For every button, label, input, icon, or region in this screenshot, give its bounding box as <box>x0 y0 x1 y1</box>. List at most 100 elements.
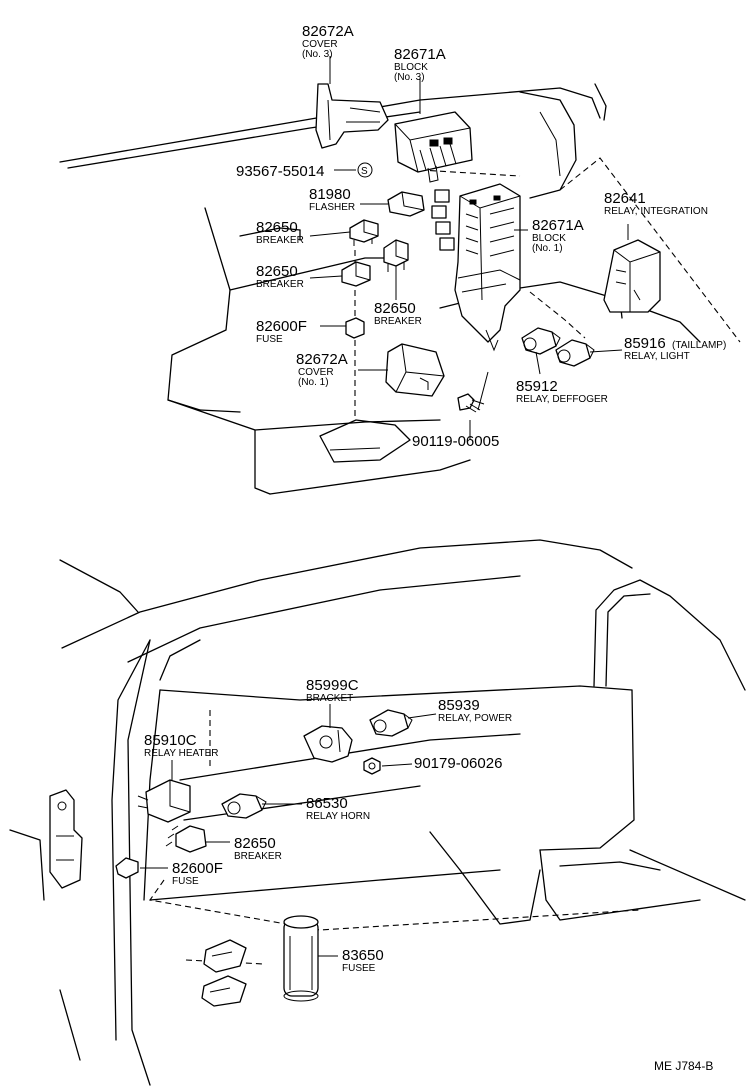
callout-90119: 90119-06005 <box>412 433 499 450</box>
relay-light-part <box>555 339 595 367</box>
breaker-part-d <box>165 825 207 853</box>
block-no1-part <box>454 183 521 352</box>
callout-83650: 83650 FUSEE <box>342 947 384 974</box>
breaker-part-c <box>383 239 409 272</box>
breaker-part-b <box>341 261 371 287</box>
part-number: 90179-06026 <box>414 755 502 772</box>
s-symbol-label: S <box>361 166 368 177</box>
callout-93567: 93567-55014 <box>236 163 324 180</box>
bracket-part <box>303 725 353 763</box>
callout-85999c: 85999C BRACKET <box>306 677 359 704</box>
part-number: 82671A <box>532 217 584 234</box>
part-number: 82672A <box>302 23 354 40</box>
part-desc: RELAY HORN <box>306 811 370 822</box>
part-desc: BREAKER <box>256 279 304 290</box>
callout-90179: 90179-06026 <box>414 755 502 772</box>
fuse-part-bottom <box>115 857 139 879</box>
nut-part <box>363 757 381 775</box>
part-number: 85910C <box>144 732 197 749</box>
cover-no3-part <box>315 83 389 149</box>
part-number: 83650 <box>342 947 384 964</box>
part-number: 90119-06005 <box>412 433 499 450</box>
relay-integration-part <box>603 239 661 313</box>
part-desc: RELAY HEATER <box>144 748 218 759</box>
part-tag: (TAILLAMP) <box>672 340 726 351</box>
part-number: 86530 <box>306 795 348 812</box>
part-desc: RELAY, LIGHT <box>624 351 690 362</box>
part-number: 82650 <box>234 835 276 852</box>
callout-82672a-mid: 82672A COVER (No. 1) <box>296 351 348 388</box>
bolt-part <box>457 393 485 413</box>
part-desc: (No. 3) <box>394 72 425 83</box>
relay-defogger-part <box>521 327 561 355</box>
callout-82650-d: 82650 BREAKER <box>234 835 282 862</box>
callout-82641: 82641 RELAY, INTEGRATION <box>604 190 708 217</box>
callout-85939: 85939 RELAY, POWER <box>438 697 512 724</box>
side-bracket-part <box>49 789 83 889</box>
diagram-reference-code: ME J784-B <box>654 1059 713 1073</box>
callout-82671a-mid: 82671A BLOCK (No. 1) <box>532 217 584 254</box>
part-desc: (No. 1) <box>532 243 563 254</box>
part-desc: FUSE <box>172 876 199 887</box>
fusee-part <box>283 915 319 1002</box>
part-desc: RELAY, INTEGRATION <box>604 206 708 217</box>
small-connectors-part <box>431 189 455 251</box>
part-number: 93567-55014 <box>236 163 324 180</box>
relay-heater-part <box>137 779 191 823</box>
screw-s-marker: S <box>357 162 373 178</box>
upper-dashboard-outline <box>59 83 741 495</box>
relay-power-part <box>369 709 413 737</box>
part-desc: (No. 3) <box>302 49 333 60</box>
callout-82671a-top: 82671A BLOCK (No. 3) <box>394 46 446 83</box>
lower-leader-lines <box>140 704 437 957</box>
upper-leader-lines <box>309 56 629 440</box>
part-number: 85916 <box>624 335 666 352</box>
callout-86530: 86530 RELAY HORN <box>306 795 370 822</box>
part-desc: BREAKER <box>256 235 304 246</box>
fuse-part-top <box>345 317 365 339</box>
callout-82672a-top: 82672A COVER (No. 3) <box>302 23 354 60</box>
callout-81980: 81980 FLASHER <box>309 186 355 213</box>
part-desc: BREAKER <box>234 851 282 862</box>
part-desc: RELAY, POWER <box>438 713 512 724</box>
callout-82650-a: 82650 BREAKER <box>256 219 304 246</box>
part-number: 82600F <box>172 860 223 877</box>
part-number: 82650 <box>256 263 298 280</box>
part-desc: COVER <box>302 39 338 50</box>
part-desc: FLASHER <box>309 202 355 213</box>
part-number: 81980 <box>309 186 351 203</box>
part-desc: FUSEE <box>342 963 376 974</box>
block-no3-part <box>394 111 473 183</box>
part-desc: BREAKER <box>374 316 422 327</box>
callout-82650-b: 82650 BREAKER <box>256 263 304 290</box>
callout-82650-c: 82650 BREAKER <box>374 300 422 327</box>
relay-horn-part <box>221 793 267 819</box>
part-desc: FUSE <box>256 334 283 345</box>
part-number: 82672A <box>296 351 348 368</box>
callout-85910c: 85910C RELAY HEATER <box>144 732 218 759</box>
callout-82600f-bottom: 82600F FUSE <box>172 860 223 887</box>
part-desc: BLOCK <box>532 233 566 244</box>
part-desc: BLOCK <box>394 62 428 73</box>
part-number: 82671A <box>394 46 446 63</box>
callout-82600f-top: 82600F FUSE <box>256 318 307 345</box>
part-number: 82650 <box>374 300 416 317</box>
part-number: 85912 <box>516 378 558 395</box>
callout-85916: 85916 (TAILLAMP) RELAY, LIGHT <box>624 335 726 362</box>
part-desc: (No. 1) <box>298 377 329 388</box>
callout-85912: 85912 RELAY, DEFFOGER <box>516 378 608 405</box>
part-number: 85999C <box>306 677 359 694</box>
cover-no1-part <box>385 343 445 397</box>
breaker-part-a <box>349 219 379 246</box>
lower-dashboard-outline <box>9 539 746 1086</box>
part-desc: COVER <box>298 367 334 378</box>
fusee-bracket-part <box>201 939 247 1007</box>
part-number: 82650 <box>256 219 298 236</box>
flasher-part <box>387 191 425 217</box>
part-number: 82641 <box>604 190 646 207</box>
part-desc: BRACKET <box>306 693 353 704</box>
part-desc: RELAY, DEFFOGER <box>516 394 608 405</box>
part-number: 82600F <box>256 318 307 335</box>
part-number: 85939 <box>438 697 480 714</box>
